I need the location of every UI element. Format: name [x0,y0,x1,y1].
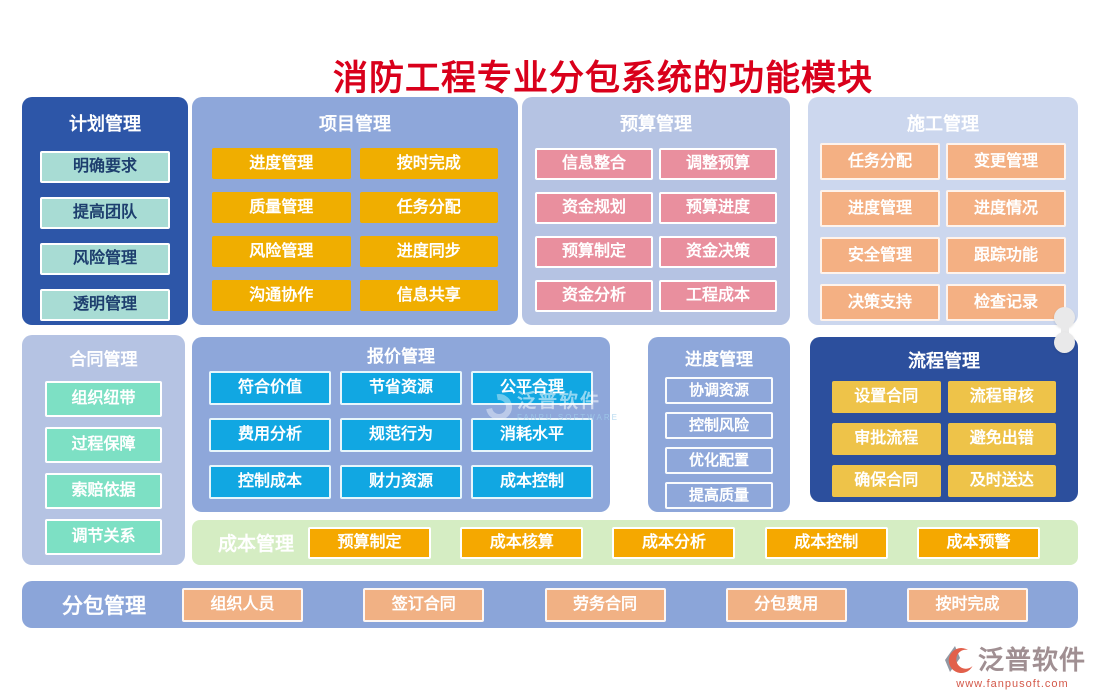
module-item: 进度同步 [359,236,498,267]
module-item: 签订合同 [363,587,485,622]
module-item: 索赔依据 [45,473,162,509]
module-item: 进度管理 [212,148,351,179]
panel-process-items: 设置合同 流程审核 审批流程 避免出错 确保合同 及时送达 [810,373,1078,497]
panel-construction: 施工管理 任务分配 变更管理 进度管理 进度情况 安全管理 跟踪功能 决策支持 … [808,97,1078,325]
module-item: 控制成本 [209,465,331,499]
module-item: 预算制定 [308,526,432,559]
module-item: 确保合同 [832,465,941,497]
panel-process: 流程管理 设置合同 流程审核 审批流程 避免出错 确保合同 及时送达 [810,337,1078,502]
module-item: 任务分配 [359,192,498,223]
fanpu-logo: 泛普软件 www.fanpusoft.com [939,640,1086,690]
module-item: 节省资源 [340,371,462,405]
module-item: 按时完成 [907,587,1028,622]
module-item: 进度管理 [820,190,940,227]
panel-budget: 预算管理 信息整合 调整预算 资金规划 预算进度 预算制定 资金决策 资金分析 … [522,97,790,325]
panel-quote-title: 报价管理 [367,347,435,366]
connector-pin [1054,307,1076,353]
module-item: 控制风险 [665,412,773,439]
module-item: 组织纽带 [45,381,162,417]
module-item: 公平合理 [471,371,593,405]
module-item: 协调资源 [665,377,773,404]
bar-cost-items: 预算制定 成本核算 成本分析 成本控制 成本预警 [308,526,1040,559]
module-item: 成本控制 [764,526,888,559]
module-item: 工程成本 [659,280,777,312]
panel-project-title: 项目管理 [319,114,391,134]
module-item: 质量管理 [212,192,351,223]
panel-plan-items: 明确要求 提高团队 风险管理 透明管理 [22,136,188,321]
module-item: 劳务合同 [544,587,666,622]
panel-process-title: 流程管理 [908,351,980,371]
module-item: 提高团队 [40,197,170,229]
module-item: 透明管理 [40,289,170,321]
module-item: 任务分配 [820,143,940,180]
module-item: 检查记录 [946,284,1066,321]
panel-plan-title: 计划管理 [69,114,141,134]
panel-schedule-title: 进度管理 [685,350,753,369]
module-item: 避免出错 [947,423,1056,455]
module-item: 安全管理 [820,237,940,274]
module-item: 风险管理 [212,236,351,267]
module-item: 成本预警 [916,526,1040,559]
panel-project-items: 进度管理 按时完成 质量管理 任务分配 风险管理 进度同步 沟通协作 信息共享 [192,136,518,311]
module-item: 跟踪功能 [946,237,1066,274]
module-item: 设置合同 [832,381,941,413]
module-item: 资金决策 [659,236,777,268]
module-item: 成本控制 [471,465,593,499]
panel-quote: 报价管理 符合价值 节省资源 公平合理 费用分析 规范行为 消耗水平 控制成本 … [192,337,610,512]
panel-budget-title: 预算管理 [620,114,692,134]
panel-quote-items: 符合价值 节省资源 公平合理 费用分析 规范行为 消耗水平 控制成本 财力资源 … [192,367,610,499]
bar-cost: 成本管理 预算制定 成本核算 成本分析 成本控制 成本预警 [192,520,1078,565]
panel-project: 项目管理 进度管理 按时完成 质量管理 任务分配 风险管理 进度同步 沟通协作 … [192,97,518,325]
module-item: 预算进度 [659,192,777,224]
module-item: 决策支持 [820,284,940,321]
panel-schedule-items: 协调资源 控制风险 优化配置 提高质量 [648,370,790,509]
panel-contract-title: 合同管理 [69,350,138,369]
module-item: 组织人员 [182,587,303,622]
module-item: 提高质量 [665,482,773,509]
connector-ball-icon [1054,332,1075,353]
panel-plan: 计划管理 明确要求 提高团队 风险管理 透明管理 [22,97,188,325]
module-item: 财力资源 [340,465,462,499]
module-item: 风险管理 [40,243,170,275]
module-item: 费用分析 [209,418,331,452]
module-item: 及时送达 [947,465,1056,497]
panel-schedule: 进度管理 协调资源 控制风险 优化配置 提高质量 [648,337,790,512]
module-item: 变更管理 [946,143,1066,180]
module-item: 按时完成 [359,148,498,179]
bar-subcontract-title: 分包管理 [62,594,146,618]
module-item: 规范行为 [340,418,462,452]
module-item: 调整预算 [659,148,777,180]
module-item: 成本分析 [612,526,736,559]
module-item: 调节关系 [45,519,162,555]
module-item: 成本核算 [460,526,584,559]
module-item: 资金分析 [535,280,653,312]
module-item: 信息整合 [535,148,653,180]
module-item: 分包费用 [725,587,847,622]
connector-rod [1061,317,1069,345]
module-item: 沟通协作 [212,280,351,311]
module-item: 审批流程 [832,423,941,455]
bar-subcontract-items: 组织人员 签订合同 劳务合同 分包费用 按时完成 [182,587,1028,622]
fanpu-logo-url: www.fanpusoft.com [956,678,1069,690]
panel-budget-items: 信息整合 调整预算 资金规划 预算进度 预算制定 资金决策 资金分析 工程成本 [522,136,790,312]
module-item: 流程审核 [947,381,1056,413]
module-item: 过程保障 [45,427,162,463]
page-title: 消防工程专业分包系统的功能模块 [332,59,873,98]
fanpu-logo-name: 泛普软件 [977,645,1086,675]
bar-subcontract: 分包管理 组织人员 签订合同 劳务合同 分包费用 按时完成 [22,581,1078,628]
panel-contract-items: 组织纽带 过程保障 索赔依据 调节关系 [22,370,185,555]
panel-construction-title: 施工管理 [907,114,979,134]
module-item: 预算制定 [535,236,653,268]
module-item: 进度情况 [946,190,1066,227]
bar-cost-title: 成本管理 [218,534,295,555]
module-item: 信息共享 [359,280,498,311]
module-item: 资金规划 [535,192,653,224]
panel-construction-items: 任务分配 变更管理 进度管理 进度情况 安全管理 跟踪功能 决策支持 检查记录 [808,136,1078,321]
module-item: 优化配置 [665,447,773,474]
module-item: 符合价值 [209,371,331,405]
module-item: 消耗水平 [471,418,593,452]
fanpu-logo-icon [944,645,973,673]
module-item: 明确要求 [40,151,170,183]
panel-contract: 合同管理 组织纽带 过程保障 索赔依据 调节关系 [22,335,185,565]
